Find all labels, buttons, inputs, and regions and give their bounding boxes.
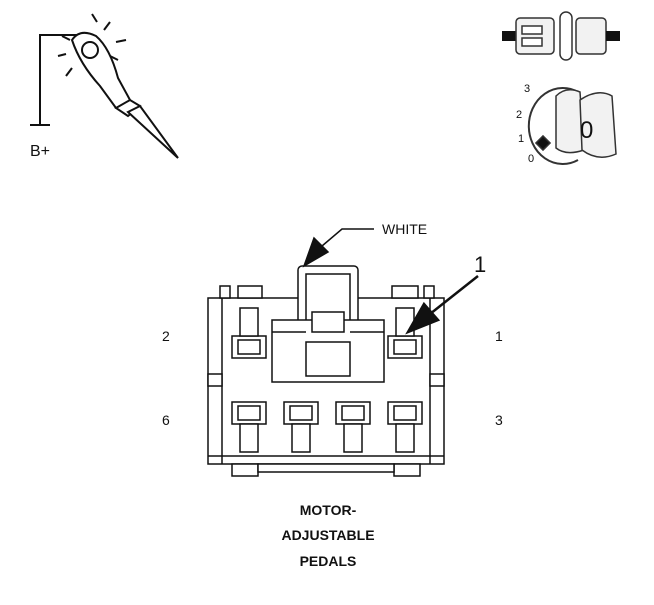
callout-number: 1 <box>474 252 486 277</box>
pin-label-bottom-left: 6 <box>162 412 170 428</box>
test-light-probe-icon <box>30 13 179 159</box>
pin-label-bottom-right: 3 <box>495 412 503 428</box>
caption-line-3: PEDALS <box>300 553 357 569</box>
wire-color-label: WHITE <box>382 221 427 237</box>
ignition-key-label: 0 <box>580 117 593 144</box>
probe-label: B+ <box>30 143 50 160</box>
wire-color-leader <box>302 228 374 268</box>
terminal-cavity-pin-2 <box>231 307 267 359</box>
terminal-cavity-pin-4 <box>335 401 371 453</box>
pin-label-top-right: 1 <box>495 328 503 344</box>
terminal-cavity-pin-3 <box>387 401 423 453</box>
terminal-cavity-pin-6 <box>231 401 267 453</box>
ignition-position-1: 1 <box>518 133 524 145</box>
callout-arrow <box>405 275 479 335</box>
pin-label-top-left: 2 <box>162 328 170 344</box>
terminal-cavities <box>231 307 423 453</box>
ignition-position-2: 2 <box>516 109 522 121</box>
ignition-position-3: 3 <box>524 83 530 95</box>
ignition-position-0: 0 <box>528 153 534 165</box>
caption-line-2: ADJUSTABLE <box>281 527 374 543</box>
disconnected-connector-icon <box>502 11 620 61</box>
terminal-cavity-pin-5 <box>283 401 319 453</box>
caption-line-1: MOTOR- <box>300 502 357 518</box>
ignition-key-icon <box>527 87 617 165</box>
